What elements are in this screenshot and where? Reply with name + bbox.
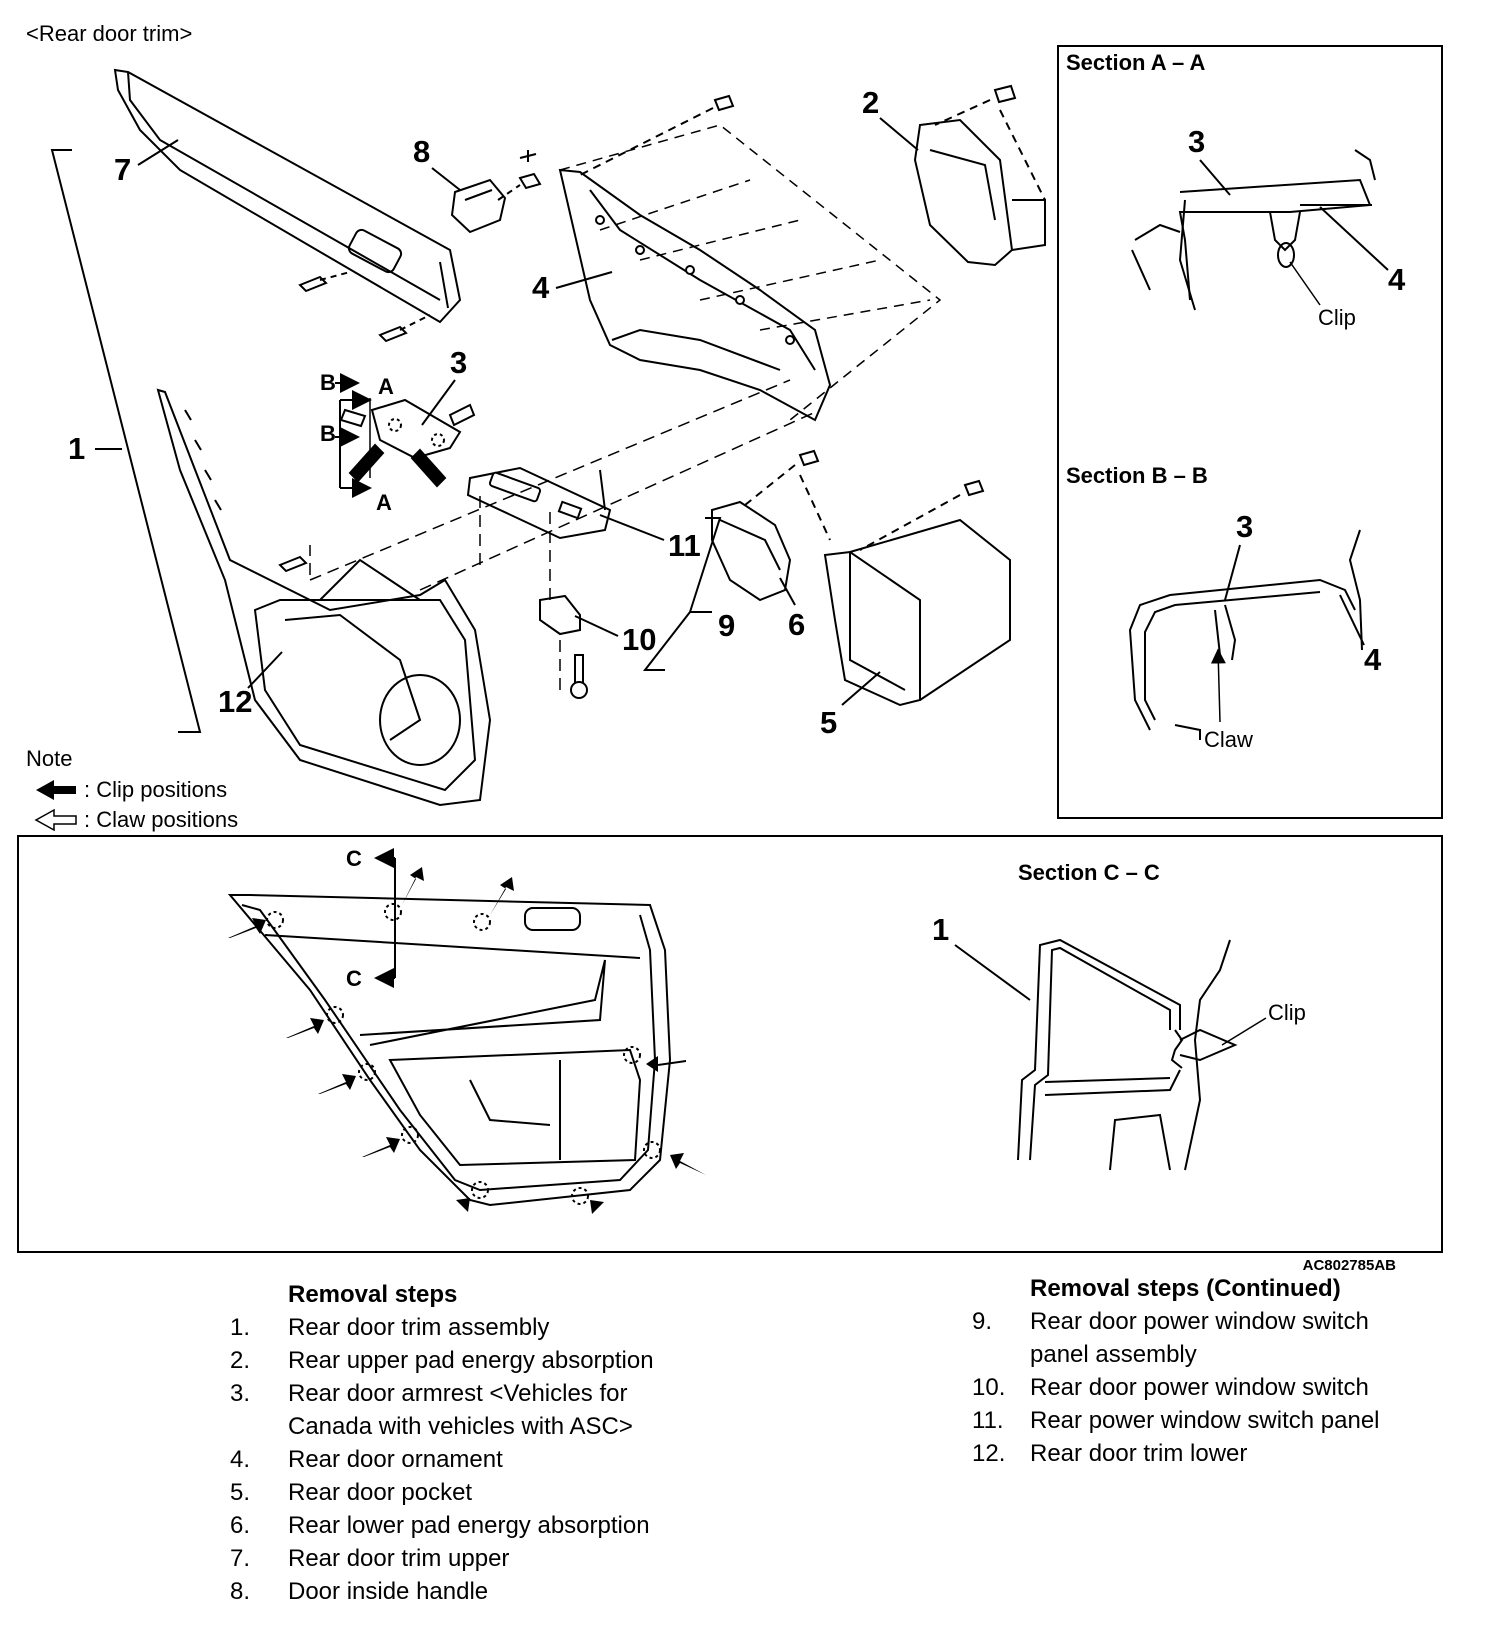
section-bb: Section B – B 3 4 Claw bbox=[1066, 463, 1382, 752]
part-10-window-switch bbox=[539, 594, 588, 699]
note-legend: Note : Clip positions : Claw positions bbox=[26, 746, 238, 832]
section-bb-claw-label: Claw bbox=[1204, 727, 1253, 752]
note-heading: Note bbox=[26, 746, 72, 771]
section-aa: Section A – A 3 4 Clip bbox=[1066, 50, 1406, 330]
section-cc-clip-label: Clip bbox=[1268, 1000, 1306, 1025]
list-item: 7. Rear door trim upper bbox=[230, 1545, 510, 1572]
section-cut-markers bbox=[335, 373, 476, 498]
list-item: 12. Rear door trim lower bbox=[972, 1440, 1248, 1467]
part-3-armrest bbox=[369, 398, 462, 478]
callout-4: 4 bbox=[532, 270, 613, 305]
clip-arrows bbox=[228, 867, 706, 1230]
svg-text:1: 1 bbox=[68, 431, 85, 466]
svg-text:5: 5 bbox=[820, 705, 837, 740]
part-4-guide-lines bbox=[559, 124, 942, 421]
callout-6: 6 bbox=[779, 577, 805, 642]
note-claw: : Claw positions bbox=[84, 807, 238, 832]
svg-text:2: 2 bbox=[862, 85, 879, 120]
diagram-title: <Rear door trim> bbox=[26, 21, 192, 46]
removal-steps-continued-heading: Removal steps (Continued) bbox=[1030, 1275, 1341, 1302]
svg-text:3: 3 bbox=[450, 345, 467, 380]
assembly-guide-lines bbox=[309, 379, 821, 690]
section-cc-part-1: 1 bbox=[932, 912, 949, 947]
svg-text:11: 11 bbox=[668, 528, 701, 563]
svg-text:7: 7 bbox=[114, 152, 131, 187]
mark-c-lower: C bbox=[346, 966, 362, 991]
part-5-door-pocket bbox=[823, 479, 1011, 707]
callout-12: 12 bbox=[218, 651, 283, 719]
callout-7: 7 bbox=[114, 139, 179, 187]
list-item: 2. Rear upper pad energy absorption bbox=[230, 1347, 654, 1374]
clip-arrow-icon bbox=[36, 780, 76, 800]
section-bb-part-4: 4 bbox=[1364, 642, 1382, 677]
callout-10: 10 bbox=[574, 615, 656, 657]
mark-c-upper: C bbox=[346, 846, 362, 871]
list-item: 4. Rear door ornament bbox=[230, 1446, 503, 1473]
list-item: 6. Rear lower pad energy absorption bbox=[230, 1512, 650, 1539]
svg-text:4: 4 bbox=[532, 270, 550, 305]
removal-steps-heading: Removal steps bbox=[288, 1281, 458, 1308]
clip-positions-frame bbox=[17, 835, 1443, 1253]
clip-positions-view bbox=[227, 894, 672, 1207]
svg-text:10: 10 bbox=[622, 622, 656, 657]
svg-text:8: 8 bbox=[413, 134, 430, 169]
part-6-lower-pad bbox=[711, 449, 831, 602]
removal-steps-list: Removal steps 1. Rear door trim assembly… bbox=[230, 1278, 790, 1608]
removal-steps-continued-list: Removal steps (Continued) 9. Rear door p… bbox=[972, 1272, 1462, 1470]
part-2-upper-pad bbox=[913, 84, 1046, 267]
svg-text:6: 6 bbox=[788, 607, 805, 642]
list-item: 9. Rear door power window switch panel a… bbox=[972, 1308, 1369, 1368]
list-item: 10. Rear door power window switch bbox=[972, 1374, 1369, 1401]
sections-ab-frame bbox=[1057, 45, 1443, 819]
callout-3: 3 bbox=[421, 345, 467, 426]
claw-arrow-icon bbox=[34, 808, 77, 832]
callout-2: 2 bbox=[862, 85, 919, 151]
part-7-door-trim-upper bbox=[113, 68, 462, 343]
section-aa-part-4: 4 bbox=[1388, 262, 1406, 297]
section-aa-title: Section A – A bbox=[1066, 50, 1205, 75]
mark-a-lower: A bbox=[376, 490, 392, 515]
list-item: 3. Rear door armrest <Vehicles for Canad… bbox=[230, 1380, 633, 1440]
callout-11: 11 bbox=[599, 514, 701, 563]
section-bb-title: Section B – B bbox=[1066, 463, 1208, 488]
svg-text:9: 9 bbox=[718, 608, 735, 643]
callout-9: 9 bbox=[642, 517, 735, 671]
list-item: 5. Rear door pocket bbox=[230, 1479, 473, 1506]
mark-a-upper: A bbox=[378, 374, 394, 399]
part-4-door-ornament bbox=[558, 94, 832, 422]
part-12-door-trim-lower bbox=[156, 388, 492, 807]
part-8-door-inside-handle bbox=[450, 150, 542, 234]
section-c-cut-markers bbox=[374, 848, 396, 988]
mark-b-lower: B bbox=[320, 421, 336, 446]
list-item: 1. Rear door trim assembly bbox=[230, 1314, 550, 1341]
note-clip: : Clip positions bbox=[84, 777, 227, 802]
mark-b-upper: B bbox=[320, 370, 336, 395]
list-item: 11. Rear power window switch panel bbox=[972, 1407, 1380, 1434]
section-aa-part-3: 3 bbox=[1188, 124, 1205, 159]
section-bb-part-3: 3 bbox=[1236, 509, 1253, 544]
section-cc-title: Section C – C bbox=[1018, 860, 1160, 885]
callout-1: 1 bbox=[50, 149, 202, 733]
part-11-switch-panel bbox=[466, 466, 612, 540]
svg-text:12: 12 bbox=[218, 684, 252, 719]
list-item: 8. Door inside handle bbox=[230, 1578, 489, 1605]
section-aa-clip-label: Clip bbox=[1318, 305, 1356, 330]
callout-5: 5 bbox=[820, 671, 881, 740]
callout-8: 8 bbox=[413, 134, 461, 191]
diagram-code: AC802785AB bbox=[1303, 1257, 1397, 1274]
section-cc: Section C – C 1 Clip bbox=[932, 860, 1306, 1171]
